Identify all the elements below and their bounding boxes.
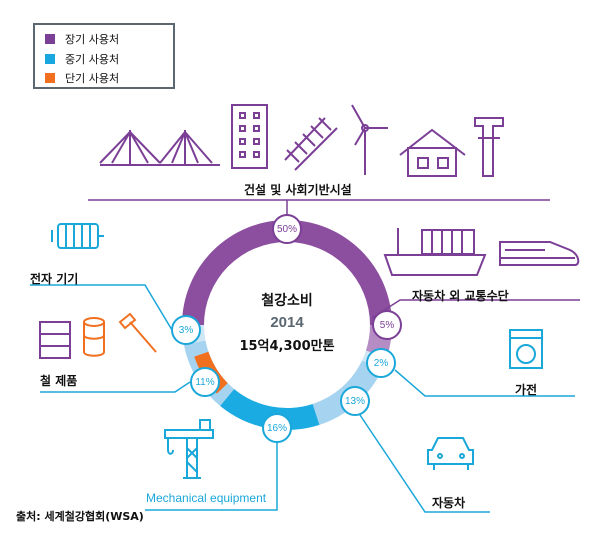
- legend-label: 장기 사용처: [65, 33, 120, 46]
- tool-icon: [118, 312, 157, 353]
- appliances-leader-line: [394, 369, 575, 397]
- percent-appliances: 2%: [366, 348, 396, 378]
- label-electronics: 전자 기기: [30, 272, 79, 286]
- railway-icon: [284, 117, 338, 171]
- center-year: 2014: [270, 314, 304, 331]
- donut-segment: [220, 388, 320, 431]
- automotive-leader-line: [359, 414, 490, 513]
- building-icon: [231, 104, 268, 169]
- legend-item-long: 장기 사용처: [45, 31, 119, 47]
- legend-label: 단기 사용처: [65, 72, 120, 85]
- source-note: 출처: 세계철강협회(WSA): [16, 510, 144, 523]
- label-construction: 건설 및 사회기반시설: [244, 183, 352, 197]
- motor-icon: [51, 223, 104, 249]
- transport-icons: [383, 228, 580, 276]
- percent-mechanical: 16%: [262, 413, 292, 443]
- donut-center: 철강소비 2014 15억4,300만톤: [227, 290, 347, 354]
- legend-item-mid: 중기 사용처: [45, 51, 119, 67]
- legend-item-short: 단기 사용처: [45, 70, 119, 86]
- label-mechanical: Mechanical equipment: [146, 491, 267, 505]
- label-metal-products: 철 제품: [40, 374, 78, 388]
- donut-segment: [182, 220, 392, 325]
- cabinet-icon: [39, 321, 71, 359]
- center-title: 철강소비: [261, 293, 313, 309]
- construction-icons: [99, 104, 504, 177]
- percent-automotive: 13%: [340, 386, 370, 416]
- legend-swatch: [45, 54, 55, 64]
- ship-icon: [383, 228, 487, 276]
- electronics-leader-line: [30, 284, 173, 331]
- legend-label: 중기 사용처: [65, 53, 120, 66]
- crane-icon: [164, 419, 214, 479]
- percent-electronics: 3%: [171, 315, 201, 345]
- legend: 장기 사용처 중기 사용처 단기 사용처: [33, 23, 175, 89]
- metal-products-leader-line: [40, 381, 191, 393]
- wind-turbine-icon: [351, 104, 388, 175]
- car-icon: [427, 437, 474, 470]
- label-appliances: 가전: [515, 383, 538, 397]
- label-transport: 자동차 외 교통수단: [412, 289, 509, 303]
- mechanical-leader-line: [145, 440, 278, 511]
- legend-swatch: [45, 73, 55, 83]
- pipe-icon: [474, 117, 504, 177]
- center-amount: 15억4,300만톤: [239, 339, 335, 354]
- house-icon: [399, 128, 466, 177]
- label-automotive: 자동차: [432, 496, 466, 510]
- percent-metal-products: 11%: [190, 367, 220, 397]
- train-icon: [499, 241, 580, 266]
- can-icon: [83, 317, 105, 357]
- percent-transport: 5%: [372, 310, 402, 340]
- percent-construction: 50%: [272, 214, 302, 244]
- washing-machine-icon: [509, 329, 543, 369]
- bridge-icon: [99, 130, 220, 166]
- legend-swatch: [45, 34, 55, 44]
